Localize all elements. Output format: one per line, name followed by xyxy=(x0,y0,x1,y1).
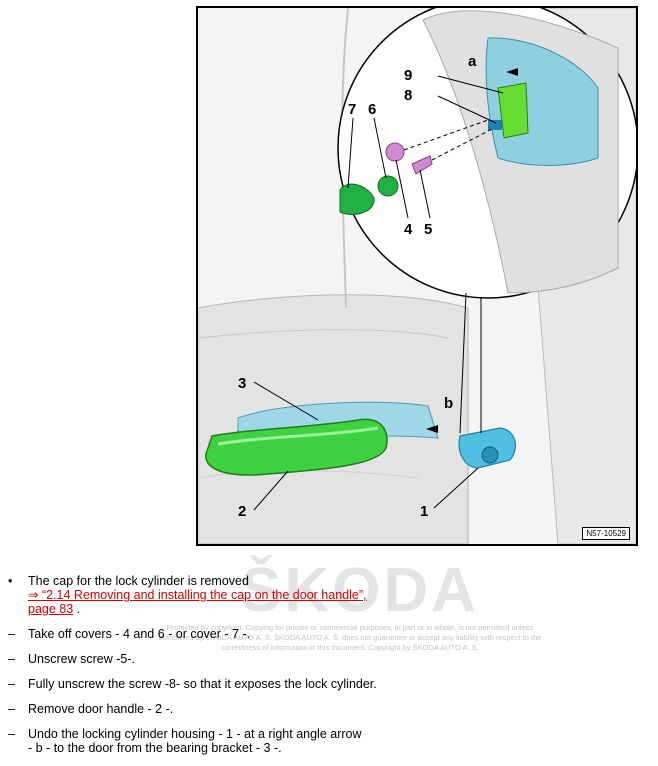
handle-highlight xyxy=(217,426,379,446)
callout-6: 6 xyxy=(368,101,376,118)
link-suffix: . xyxy=(73,602,81,616)
step-text: Fully unscrew the screw -8- so that it e… xyxy=(28,677,377,691)
cover-part6 xyxy=(377,175,399,197)
magnifier-connector xyxy=(459,292,467,434)
leader-line xyxy=(437,75,504,94)
step-item: • The cap for the lock cylinder is remov… xyxy=(8,574,648,616)
callout-7: 7 xyxy=(348,101,356,118)
assembly-line xyxy=(403,119,489,151)
step-text: Take off covers - 4 and 6 - or cover - 7… xyxy=(28,627,251,641)
callout-9: 9 xyxy=(404,67,412,84)
callout-8: 8 xyxy=(404,87,412,104)
callout-2: 2 xyxy=(238,503,246,520)
cover-part4 xyxy=(385,142,405,162)
bullet-marker: • xyxy=(8,574,13,588)
callout-5: 5 xyxy=(424,221,432,238)
cross-reference-link[interactable]: ⇒ “2.14 Removing and installing the cap … xyxy=(28,588,367,602)
callout-b: b xyxy=(444,395,453,412)
step-item: – Fully unscrew the screw -8- so that it… xyxy=(8,677,648,691)
callout-4: 4 xyxy=(404,221,413,238)
screw-part5 xyxy=(411,155,433,175)
step-text: The cap for the lock cylinder is removed xyxy=(28,574,249,588)
step-item: – Unscrew screw -5-. xyxy=(8,652,648,666)
step-text: Remove door handle - 2 -. xyxy=(28,702,174,716)
procedure-steps: • The cap for the lock cylinder is remov… xyxy=(8,574,648,766)
step-text: Undo the locking cylinder housing - 1 - … xyxy=(28,727,362,741)
step-item: – Undo the locking cylinder housing - 1 … xyxy=(8,727,648,755)
dash-marker: – xyxy=(8,652,15,666)
leader-line xyxy=(433,467,479,509)
callout-3: 3 xyxy=(238,375,246,392)
exploded-view-figure: a 9 8 7 6 4 5 3 b 2 1 N57-10529 xyxy=(196,6,638,546)
cover-part7 xyxy=(339,183,375,215)
step-item: – Take off covers - 4 and 6 - or cover -… xyxy=(8,627,648,641)
door-handle-diagram: a 9 8 7 6 4 5 3 b 2 1 xyxy=(198,8,636,544)
leader-line xyxy=(437,95,497,124)
screw-part8 xyxy=(488,120,502,130)
arrow-b xyxy=(426,425,438,433)
leader-line xyxy=(253,381,319,421)
callout-a: a xyxy=(468,53,477,70)
leader-line xyxy=(419,169,431,219)
door-contour xyxy=(198,329,449,339)
figure-reference-code: N57-10529 xyxy=(582,527,630,540)
leader-line xyxy=(373,117,387,179)
leader-line xyxy=(347,117,354,189)
step-text: Unscrew screw -5-. xyxy=(28,652,135,666)
assembly-line xyxy=(431,127,495,161)
arrow-a xyxy=(506,68,518,76)
step-text-continued: - b - to the door from the bearing brack… xyxy=(28,741,282,755)
dash-marker: – xyxy=(8,702,15,716)
leader-line xyxy=(253,470,289,511)
page-reference-link[interactable]: page 83 xyxy=(28,602,74,616)
callout-1: 1 xyxy=(420,503,428,520)
lock-cylinder-opening xyxy=(481,446,499,464)
dash-marker: – xyxy=(8,727,15,741)
dash-marker: – xyxy=(8,627,15,641)
leader-line xyxy=(395,159,409,219)
step-item: – Remove door handle - 2 -. xyxy=(8,702,648,716)
dash-marker: – xyxy=(8,677,15,691)
